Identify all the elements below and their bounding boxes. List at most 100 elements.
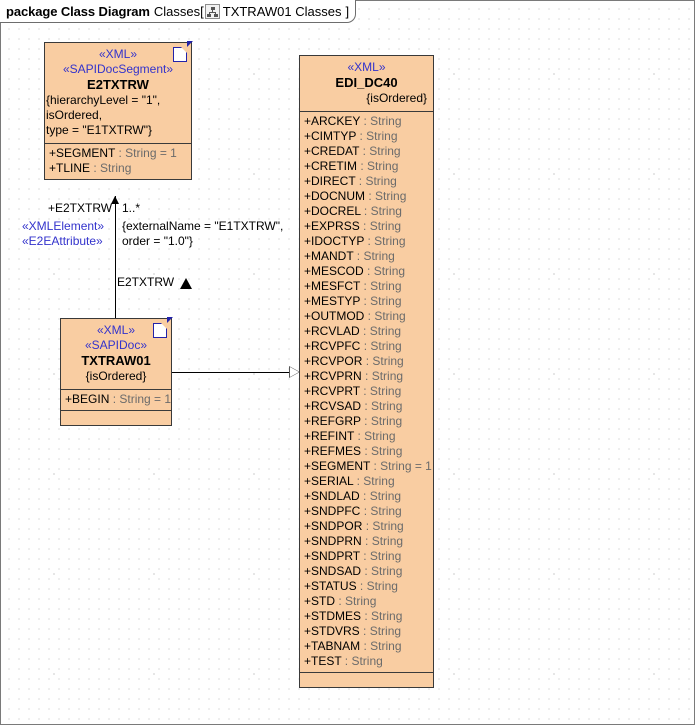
attribute-type: : String = 1 xyxy=(109,392,172,406)
attribute-name: DOCNUM xyxy=(311,189,366,203)
attribute-visibility: + xyxy=(304,639,312,653)
attribute-row: +RCVPRN : String xyxy=(304,369,429,384)
attribute-name: REFMES xyxy=(311,444,362,458)
attribute-visibility: + xyxy=(304,114,312,128)
class-box-txtraw01[interactable]: «XML» «SAPIDoc» TXTRAW01 {isOrdered} +BE… xyxy=(60,318,172,426)
class-stereotype: «XML» xyxy=(98,47,138,61)
attribute-row: +SNDSAD : String xyxy=(304,564,429,579)
attribute-name: STD xyxy=(311,594,336,608)
attribute-visibility: + xyxy=(304,564,312,578)
attribute-visibility: + xyxy=(304,279,312,293)
attribute-visibility: + xyxy=(304,234,312,248)
attribute-visibility: + xyxy=(304,339,312,353)
attribute-name: TABNAM xyxy=(311,639,361,653)
attribute-type: : String xyxy=(90,161,132,175)
class-stereotype: «SAPIDoc» xyxy=(84,338,148,352)
attribute-type: : String xyxy=(360,204,402,218)
attribute-name: IDOCTYP xyxy=(311,234,365,248)
attribute-name: DIRECT xyxy=(311,174,356,188)
attribute-type: : String xyxy=(353,249,395,263)
attribute-name: RCVSAD xyxy=(311,399,362,413)
attribute-name: REFGRP xyxy=(311,414,361,428)
attribute-visibility: + xyxy=(304,219,312,233)
attribute-name: EXPRSS xyxy=(311,219,360,233)
attribute-visibility: + xyxy=(304,324,312,338)
class-box-e2txtrw[interactable]: «XML» «SAPIDocSegment» E2TXTRW {hierarch… xyxy=(44,42,192,180)
attribute-row: +CREDAT : String xyxy=(304,144,429,159)
attribute-visibility: + xyxy=(304,429,312,443)
note-document-icon xyxy=(173,47,187,62)
attribute-row: +MESCOD : String xyxy=(304,264,429,279)
attribute-name: BEGIN xyxy=(72,392,110,406)
attribute-name: MESCOD xyxy=(311,264,364,278)
class-attributes-txtraw01: +BEGIN : String = 1 xyxy=(61,390,171,411)
attribute-type: : String xyxy=(359,549,402,563)
attribute-name: OUTMOD xyxy=(311,309,365,323)
attribute-row: +STDVRS : String xyxy=(304,624,429,639)
attribute-type: : String xyxy=(354,429,396,443)
attribute-name: CRETIM xyxy=(311,159,358,173)
attribute-type: : String xyxy=(360,504,402,518)
attribute-visibility: + xyxy=(304,129,312,143)
attribute-visibility: + xyxy=(49,161,57,175)
frame-bracket-close: ] xyxy=(345,3,350,19)
association-line-txtraw01-e2txtrw[interactable] xyxy=(115,196,116,320)
attribute-visibility: + xyxy=(304,474,312,488)
attribute-row: +CRETIM : String xyxy=(304,159,429,174)
attribute-visibility: + xyxy=(304,504,312,518)
attribute-type: : String xyxy=(361,444,403,458)
attribute-visibility: + xyxy=(304,579,312,593)
attribute-name: RCVPRT xyxy=(311,384,360,398)
class-box-edi-dc40[interactable]: «XML» EDI_DC40 {isOrdered} +ARCKEY : Str… xyxy=(299,55,434,688)
attribute-row: +DOCREL : String xyxy=(304,204,429,219)
class-property: {isOrdered} xyxy=(85,369,147,383)
attribute-name: SNDPRT xyxy=(311,549,360,563)
attribute-row: +CIMTYP : String xyxy=(304,129,429,144)
attribute-row: +SNDPRN : String xyxy=(304,534,429,549)
diagram-frame-tab[interactable]: package Class Diagram Classes [ TXTRAW01… xyxy=(0,0,357,23)
attribute-type: : String xyxy=(361,609,403,623)
attribute-type: : String xyxy=(361,369,404,383)
attribute-name: SNDLAD xyxy=(311,489,360,503)
attribute-name: SERIAL xyxy=(311,474,354,488)
attribute-type: : String xyxy=(359,489,402,503)
attribute-type: : String xyxy=(335,594,377,608)
attribute-name: TLINE xyxy=(56,161,91,175)
attribute-name: RCVPOR xyxy=(311,354,363,368)
attribute-type: : String xyxy=(362,519,404,533)
association-line-txtraw01-edi-dc40[interactable] xyxy=(172,372,290,373)
class-stereotype: «XML» xyxy=(347,60,386,74)
attribute-type: : String xyxy=(360,639,402,653)
attribute-visibility: + xyxy=(304,624,312,638)
attribute-name: ARCKEY xyxy=(311,114,361,128)
attribute-name: MESTYP xyxy=(311,294,361,308)
attribute-row: +MESFCT : String xyxy=(304,279,429,294)
class-header-txtraw01: «XML» «SAPIDoc» TXTRAW01 {isOrdered} xyxy=(61,319,171,390)
attribute-row: +SERIAL : String xyxy=(304,474,429,489)
class-stereotype: «XML» xyxy=(96,323,136,337)
attribute-row: +STDMES : String xyxy=(304,609,429,624)
attribute-row: +RCVSAD : String xyxy=(304,399,429,414)
attribute-name: STATUS xyxy=(311,579,357,593)
attribute-visibility: + xyxy=(304,144,312,158)
attribute-row: +RCVPRT : String xyxy=(304,384,429,399)
attribute-type: : String xyxy=(359,384,402,398)
association-source-label: E2TXTRW xyxy=(117,275,175,289)
attribute-row: +SNDPOR : String xyxy=(304,519,429,534)
attribute-type: : String xyxy=(362,354,404,368)
association-target-role: +E2TXTRW xyxy=(48,201,113,215)
attribute-row: +DOCNUM : String xyxy=(304,189,429,204)
attribute-name: RCVLAD xyxy=(311,324,360,338)
class-attributes-e2txtrw: +SEGMENT : String = 1 +TLINE : String xyxy=(45,144,191,179)
attribute-visibility: + xyxy=(304,519,312,533)
attribute-row: +OUTMOD : String xyxy=(304,309,429,324)
attribute-row: +REFGRP : String xyxy=(304,414,429,429)
class-property: type = "E1TXTRW"} xyxy=(46,123,153,137)
association-arrowhead-icon xyxy=(289,366,301,378)
class-header-e2txtrw: «XML» «SAPIDocSegment» E2TXTRW {hierarch… xyxy=(45,43,191,144)
attribute-type: : String xyxy=(356,129,398,143)
attribute-type: : String xyxy=(360,414,403,428)
frame-keyword: package Class Diagram xyxy=(6,3,150,19)
attribute-row: +RCVPFC : String xyxy=(304,339,429,354)
